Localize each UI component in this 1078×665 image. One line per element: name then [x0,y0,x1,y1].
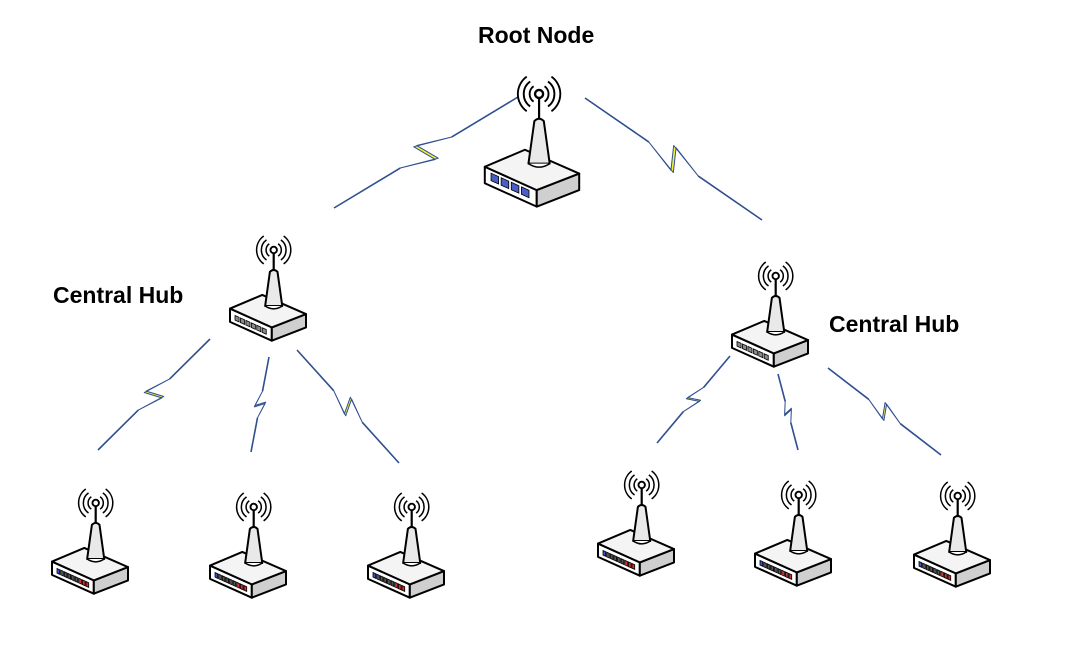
wifi-signal-icon [393,492,430,522]
network-devices [51,75,991,599]
wifi-signal-icon [780,480,817,510]
link-line [790,422,799,451]
end-node-right-3 [913,481,991,588]
link-right-hub-to-node-3 [827,367,942,456]
wifi-signal-icon [235,492,272,522]
link-line [703,355,731,388]
link-line [333,167,401,209]
link-root-to-left-hub [333,96,519,209]
wifi-signal-icon [77,488,114,518]
wifi-signal-icon [757,261,794,291]
link-right-hub-to-node-1 [656,355,731,444]
link-line [777,373,786,402]
right-central-hub-device [731,261,809,368]
wifi-signal-icon [516,75,562,112]
link-line [899,423,942,456]
link-left-hub-to-node-1 [97,338,211,451]
lightning-bolt-icon [868,398,901,425]
root-node-device [483,75,581,208]
end-node-left-2 [209,492,287,599]
right-central-hub-label: Central Hub [829,311,960,337]
link-line [827,367,870,400]
link-line [250,417,259,453]
end-node-right-1 [597,470,675,577]
lightning-bolt-icon [399,136,453,169]
left-central-hub-label: Central Hub [53,282,184,308]
lightning-bolt-icon [682,386,705,413]
wireless-links [97,96,942,464]
wifi-signal-icon [255,235,292,265]
left-central-hub-device [229,235,307,342]
link-line [296,349,335,392]
link-line [451,96,519,138]
link-left-hub-to-node-3 [296,349,400,464]
root-node-label: Root Node [478,22,595,48]
end-node-left-3 [367,492,445,599]
link-line [261,356,270,392]
wifi-signal-icon [623,470,660,500]
link-left-hub-to-node-2 [250,356,270,453]
lightning-bolt-icon [137,378,171,411]
link-line [656,411,684,444]
end-node-right-2 [754,480,832,587]
link-line [169,338,211,380]
link-root-to-right-hub [584,97,763,221]
lightning-bolt-icon [784,400,792,424]
link-line [697,175,763,221]
end-node-left-1 [51,488,129,595]
lightning-bolt-icon [648,141,699,177]
link-line [584,97,650,143]
link-line [361,421,400,464]
wifi-signal-icon [939,481,976,511]
lightning-bolt-icon [253,390,267,419]
link-line [97,409,139,451]
lightning-bolt-icon [333,390,363,423]
link-right-hub-to-node-2 [777,373,799,451]
